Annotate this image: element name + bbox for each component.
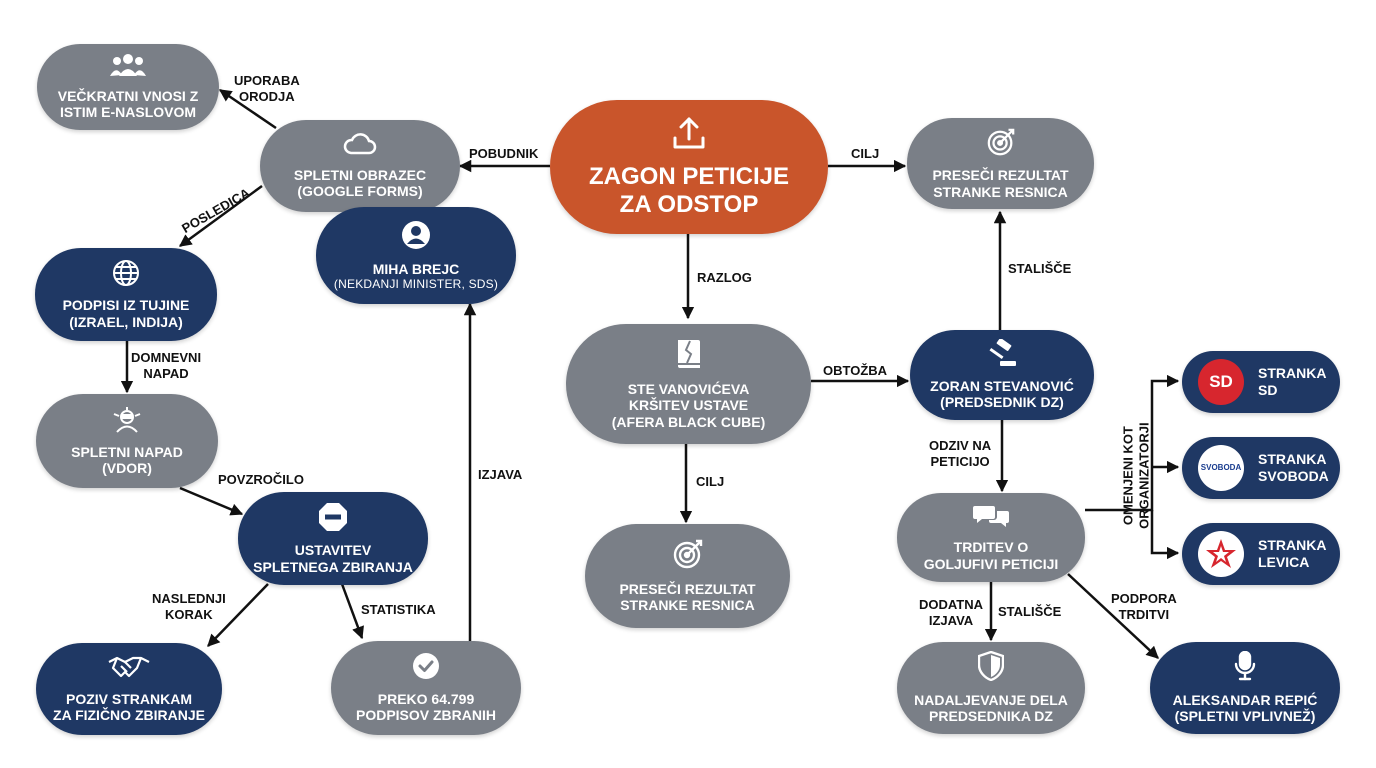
edge-naslednji (207, 583, 269, 647)
edge-label-izjava: IZJAVA (478, 467, 523, 482)
svoboda-logo: SVOBODA (1198, 445, 1244, 491)
node-trditev-goljufiva: TRDITEV O GOLJUFIVI PETICIJI (897, 493, 1085, 582)
edge-uporaba (218, 88, 277, 130)
gavel-icon (986, 338, 1018, 373)
node-miha-brejc: MIHA BREJC (NEKDANJI MINISTER, SDS) (316, 207, 516, 304)
node-spletni-obrazec: SPLETNI OBRAZEC (GOOGLE FORMS) (260, 120, 460, 212)
node-stranka-levica: STRANKA LEVICA (1182, 523, 1340, 585)
user-icon (401, 220, 431, 256)
globe-icon (112, 259, 140, 293)
handshake-icon (107, 654, 151, 686)
node-stranka-svoboda: SVOBODA STRANKA SVOBODA (1182, 437, 1340, 499)
edge-label-cilj-top: CILJ (851, 146, 880, 161)
upload-icon (670, 114, 708, 158)
node-preseci-rezultat-sredina: PRESEČI REZULTAT STRANKE RESNICA (585, 524, 790, 628)
node-stranka-sd: SD STRANKA SD (1182, 351, 1340, 413)
node-preko-podpisov: PREKO 64.799 PODPISOV ZBRANIH (331, 641, 521, 735)
edge-label-razlog: RAZLOG (697, 270, 752, 285)
edge-podpora (1067, 573, 1159, 659)
node-zagon-peticije: ZAGON PETICIJE ZA ODSTOP (550, 100, 828, 234)
edge-omenjeni-bracket (1085, 374, 1180, 512)
sd-logo: SD (1198, 359, 1244, 405)
edge-label-obtozba: OBTOŽBA (823, 363, 888, 378)
edge-label-stalisce-bot: STALIŠČE (998, 604, 1062, 619)
node-ustavitev-zbiranja: USTAVITEV SPLETNEGA ZBIRANJA (238, 492, 428, 585)
hacker-icon (111, 405, 143, 439)
edge-label-povzrocilo: POVZROČILO (218, 472, 304, 487)
node-zoran-stevanovic: ZORAN STEVANOVIĆ (PREDSEDNIK DZ) (910, 330, 1094, 420)
microphone-icon (1234, 650, 1256, 687)
chat-icon (973, 503, 1009, 535)
node-krsitev-ustave: STE VANOVIĆEVA KRŠITEV USTAVE (AFERA BLA… (566, 324, 811, 444)
node-poziv-strankam: POZIV STRANKAM ZA FIZIČNO ZBIRANJE (36, 643, 222, 735)
target-icon (672, 538, 704, 576)
node-veckratni-vnosi: VEČKRATNI VNOSI Z ISTIM E-NASLOVOM (37, 44, 219, 130)
edge-povzrocilo (179, 486, 244, 516)
levica-star-logo (1198, 531, 1244, 577)
cloud-icon (342, 132, 378, 162)
stop-icon (318, 502, 348, 538)
edge-label-pobudnik: POBUDNIK (469, 146, 539, 161)
node-preseci-rezultat-zgoraj: PRESEČI REZULTAT STRANKE RESNICA (907, 118, 1094, 209)
edge-label-cilj-mid: CILJ (696, 474, 725, 489)
node-spletni-napad: SPLETNI NAPAD (VDOR) (36, 394, 218, 488)
edge-label-statistika: STATISTIKA (361, 602, 436, 617)
users-icon (110, 53, 146, 83)
node-podpisi-iz-tujine: PODPISI IZ TUJINE (IZRAEL, INDIJA) (35, 248, 217, 341)
edge-posledica (178, 184, 263, 248)
broken-book-icon (674, 338, 704, 376)
node-nadaljevanje-dela: NADALJEVANJE DELA PREDSEDNIKA DZ (897, 642, 1085, 734)
edge-omenjeni-low (1150, 510, 1180, 560)
shield-icon (977, 650, 1005, 687)
target-icon (986, 127, 1016, 163)
node-aleksandar-repic: ALEKSANDAR REPIĆ (SPLETNI VPLIVNEŽ) (1150, 642, 1340, 734)
check-icon (412, 652, 440, 686)
edge-label-stalisce-top: STALIŠČE (1008, 261, 1072, 276)
edge-statistika (340, 583, 364, 640)
